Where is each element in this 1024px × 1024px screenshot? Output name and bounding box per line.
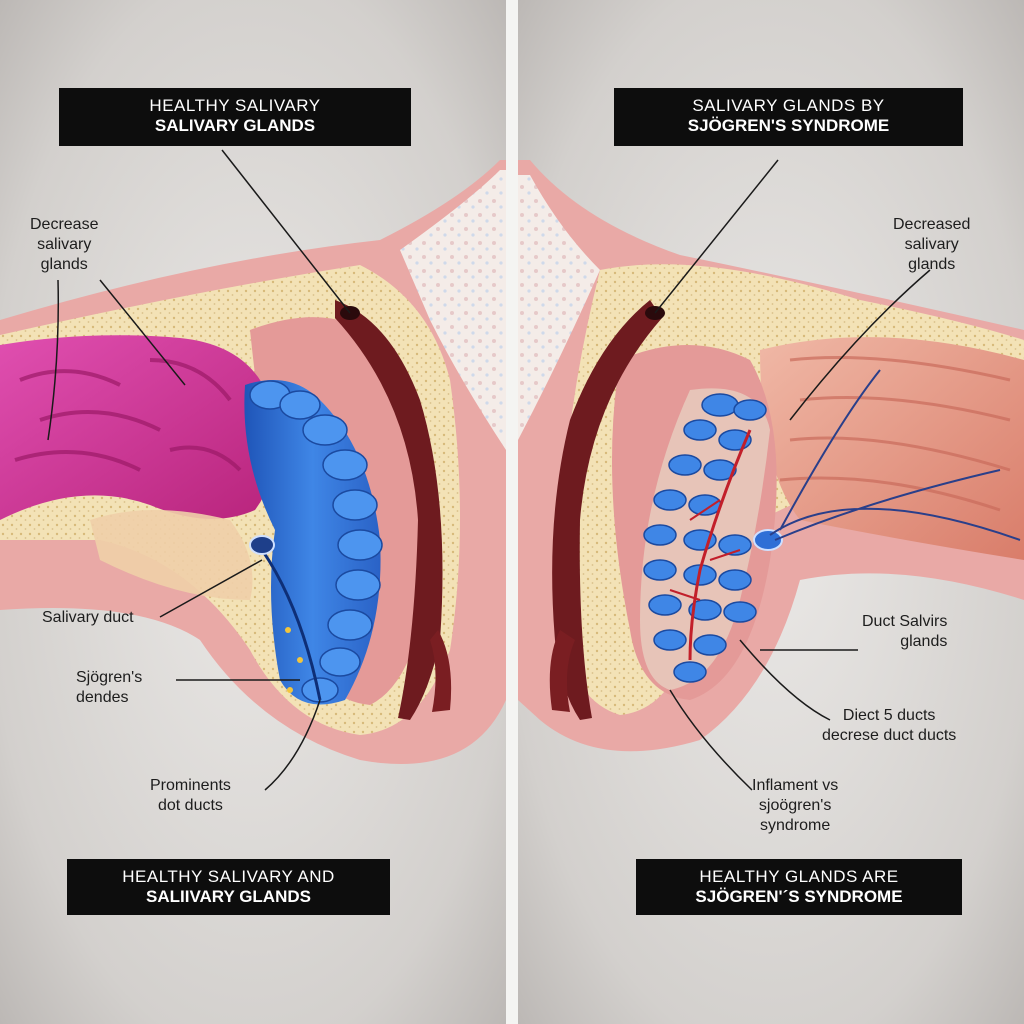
left-bottom-title-line2: SALIIVARY GLANDS xyxy=(146,887,311,906)
right-top-title-line1: SALIVARY GLANDS BY xyxy=(692,96,885,115)
label-line: glands xyxy=(908,256,956,273)
label-line: salivary xyxy=(904,236,959,253)
left-top-title: HEALTHY SALIVARY SALIVARY GLANDS xyxy=(59,88,411,146)
label-line: glands xyxy=(900,633,948,650)
label-decreased-glands-right: Decreased salivary glands xyxy=(893,215,970,275)
left-bottom-title: HEALTHY SALIVARY AND SALIIVARY GLANDS xyxy=(67,859,390,915)
label-line: Salivary duct xyxy=(42,609,134,626)
left-top-title-line2: SALIVARY GLANDS xyxy=(154,116,316,135)
label-line: decrese duct ducts xyxy=(822,727,957,744)
label-line: dendes xyxy=(76,689,129,706)
label-line: dot ducts xyxy=(157,797,223,814)
left-bottom-title-line1: HEALTHY SALIVARY AND xyxy=(122,867,335,886)
label-duct-salivirs: Duct Salvirs glands xyxy=(862,612,947,652)
right-top-title-line2: SJÖGREN'S SYNDROME xyxy=(687,116,890,135)
label-line: sjoögren's xyxy=(758,797,832,814)
label-line: Decrease xyxy=(30,216,99,233)
label-inflament: Inflament vs sjoögren's syndrome xyxy=(752,776,838,836)
left-top-title-line1: HEALTHY SALIVARY xyxy=(149,96,321,115)
label-prominent-ducts: Prominents dot ducts xyxy=(150,776,231,816)
label-line: Inflament vs xyxy=(752,777,839,794)
right-anatomy xyxy=(518,159,1024,791)
label-line: Diect 5 ducts xyxy=(842,707,936,724)
label-diect-ducts: Diect 5 ducts decrese duct ducts xyxy=(822,706,956,746)
right-bottom-title-line2: SJÖGREN'´S SYNDROME xyxy=(695,887,903,906)
right-bottom-title-line1: HEALTHY GLANDS ARE xyxy=(699,867,899,886)
label-line: Duct Salvirs xyxy=(862,613,948,630)
label-line: Decreased xyxy=(893,216,971,233)
label-line: syndrome xyxy=(760,817,831,834)
label-sjogrens-dendes: Sjögren's dendes xyxy=(76,668,142,708)
left-anatomy xyxy=(0,149,506,791)
label-line: glands xyxy=(40,256,88,273)
panel-divider xyxy=(506,0,518,1024)
label-line: Prominents xyxy=(150,777,231,794)
label-line: salivary xyxy=(37,236,92,253)
label-line: Sjögren's xyxy=(76,669,143,686)
label-salivary-duct: Salivary duct xyxy=(42,608,134,628)
right-top-title: SALIVARY GLANDS BY SJÖGREN'S SYNDROME xyxy=(614,88,963,146)
label-decreased-glands-left: Decrease salivary glands xyxy=(30,215,98,275)
right-bottom-title: HEALTHY GLANDS ARE SJÖGREN'´S SYNDROME xyxy=(636,859,962,915)
